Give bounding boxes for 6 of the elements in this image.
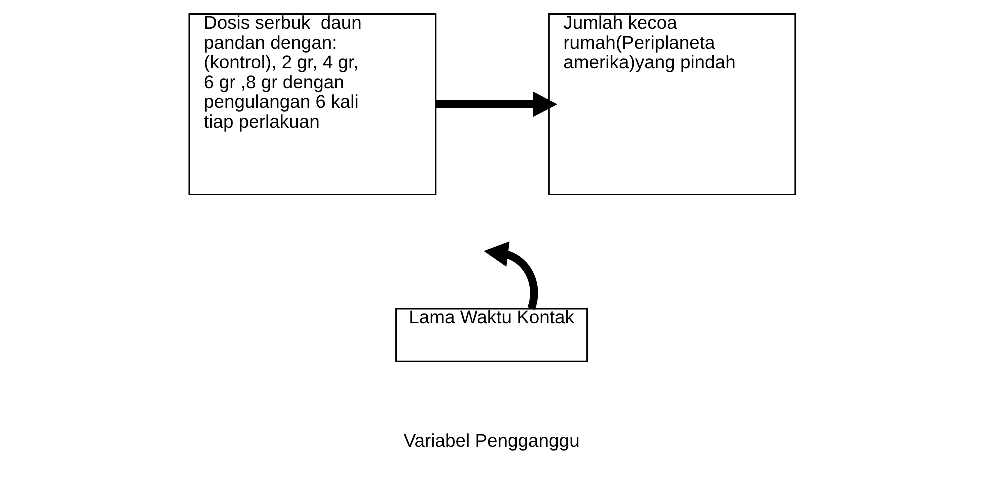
node-box: Jumlah kecoa rumah(Periplaneta amerika)yang pindah (548, 12, 796, 196)
arrow (484, 241, 538, 310)
node-box: Dosis serbuk daun pandan dengan: (kontrol), 2 gr, 4 gr, 6 gr ,8 gr dengan pengulangan 6 kali tiap perlakuan (188, 12, 437, 196)
label: Variabel Pengganggu (404, 429, 580, 450)
node-box: Lama Waktu Kontak (396, 308, 588, 362)
arrow (436, 91, 558, 117)
